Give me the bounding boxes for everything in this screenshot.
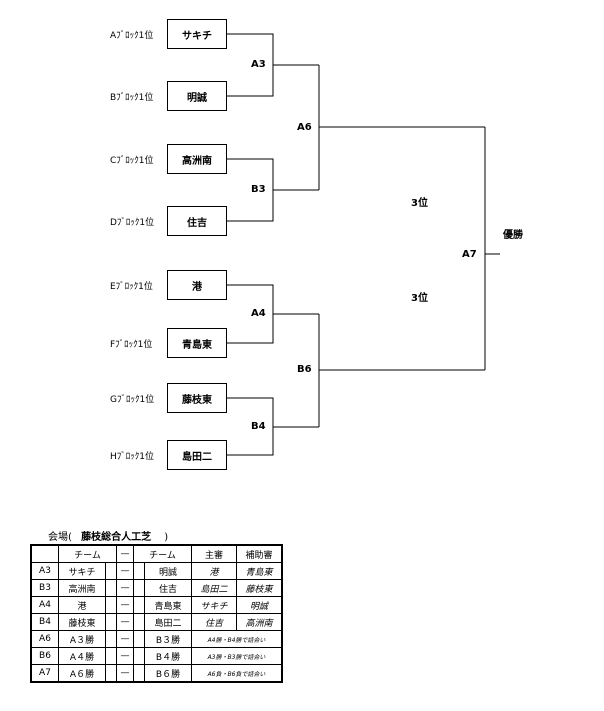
assist-ref-cell: 明誠 [236, 596, 283, 614]
table-row: B6 A４勝 — B４勝 A3勝・B3勝で話合い [30, 647, 283, 665]
match-label-a7: A7 [462, 249, 477, 260]
team-box-b: 明誠 [167, 81, 227, 111]
dash-cell: — [116, 664, 134, 683]
block-label-g: Gﾌﾞﾛｯｸ1位 [110, 395, 155, 405]
match-id: B6 [30, 647, 59, 665]
team-box-a: サキチ [167, 19, 227, 49]
spacer-cell [105, 579, 117, 597]
team2-cell: 島田二 [144, 613, 192, 631]
team1-cell: 高洲南 [58, 579, 106, 597]
match-label-a4: A4 [251, 308, 266, 319]
champion-label: 優勝 [503, 230, 523, 241]
spacer-cell [133, 630, 145, 648]
header-team2: チーム [133, 544, 192, 563]
team1-cell: A３勝 [58, 630, 106, 648]
team-box-e: 港 [167, 270, 227, 300]
dash-cell: — [116, 596, 134, 614]
team2-cell: B６勝 [144, 664, 192, 683]
spacer-cell [133, 647, 145, 665]
dash-cell: — [116, 613, 134, 631]
assist-ref-cell: 藤枝東 [236, 579, 283, 597]
spacer-cell [133, 562, 145, 580]
team2-cell: 青島東 [144, 596, 192, 614]
schedule-table: チーム — チーム 主審 補助審 A3 サキチ — 明誠 港 青島東 B3 高洲… [30, 544, 283, 683]
spacer-cell [133, 613, 145, 631]
spacer-cell [133, 579, 145, 597]
bracket-lines [227, 33, 500, 456]
third-place-label-1: 3位 [411, 198, 428, 209]
match-id: B3 [30, 579, 59, 597]
match-id: A7 [30, 664, 59, 683]
referee-note: A6負・B6負で話合い [191, 664, 283, 683]
table-row: A6 A３勝 — B３勝 A4勝・B4勝で話合い [30, 630, 283, 648]
header-assist-ref: 補助審 [236, 544, 283, 563]
spacer-cell [133, 596, 145, 614]
dash-cell: — [116, 562, 134, 580]
spacer-cell [133, 664, 145, 683]
table-row: A3 サキチ — 明誠 港 青島東 [30, 562, 283, 580]
team2-cell: B４勝 [144, 647, 192, 665]
block-label-f: Fﾌﾞﾛｯｸ1位 [110, 340, 153, 350]
venue-prefix: 会場( [48, 532, 72, 543]
spacer-cell [105, 596, 117, 614]
team-box-h: 島田二 [167, 440, 227, 470]
team1-cell: A６勝 [58, 664, 106, 683]
team2-cell: B３勝 [144, 630, 192, 648]
table-header-row: チーム — チーム 主審 補助審 [30, 544, 283, 563]
table-row: B3 高洲南 — 住吉 島田二 藤枝東 [30, 579, 283, 597]
match-id: A4 [30, 596, 59, 614]
spacer-cell [105, 562, 117, 580]
spacer-cell [105, 647, 117, 665]
team-box-f: 青島東 [167, 328, 227, 358]
block-label-e: Eﾌﾞﾛｯｸ1位 [110, 282, 153, 292]
match-label-b6: B6 [297, 364, 312, 375]
main-ref-cell: サキチ [191, 596, 237, 614]
dash-cell: — [116, 630, 134, 648]
assist-ref-cell: 青島東 [236, 562, 283, 580]
team2-cell: 住吉 [144, 579, 192, 597]
main-ref-cell: 住吉 [191, 613, 237, 631]
header-id [30, 544, 59, 563]
block-label-b: Bﾌﾞﾛｯｸ1位 [110, 93, 154, 103]
table-row: A4 港 — 青島東 サキチ 明誠 [30, 596, 283, 614]
match-label-a3: A3 [251, 59, 266, 70]
match-id: A6 [30, 630, 59, 648]
referee-note: A3勝・B3勝で話合い [191, 647, 283, 665]
dash-cell: — [116, 647, 134, 665]
header-main-ref: 主審 [191, 544, 237, 563]
venue-name: 藤枝総合人工芝 [81, 532, 152, 543]
match-label-b4: B4 [251, 421, 266, 432]
third-place-label-2: 3位 [411, 293, 428, 304]
main-ref-cell: 港 [191, 562, 237, 580]
dash-cell: — [116, 579, 134, 597]
team2-cell: 明誠 [144, 562, 192, 580]
header-team1: チーム [58, 544, 117, 563]
spacer-cell [105, 613, 117, 631]
venue-suffix: ) [164, 532, 169, 543]
team-box-g: 藤枝東 [167, 383, 227, 413]
team-box-c: 高洲南 [167, 144, 227, 174]
assist-ref-cell: 高洲南 [236, 613, 283, 631]
header-dash: — [116, 544, 134, 563]
block-label-h: Hﾌﾞﾛｯｸ1位 [110, 452, 154, 462]
spacer-cell [105, 664, 117, 683]
block-label-d: Dﾌﾞﾛｯｸ1位 [110, 218, 155, 228]
block-label-c: Cﾌﾞﾛｯｸ1位 [110, 156, 154, 166]
team1-cell: 藤枝東 [58, 613, 106, 631]
referee-note: A4勝・B4勝で話合い [191, 630, 283, 648]
match-id: A3 [30, 562, 59, 580]
venue-line: 会場( 藤枝総合人工芝 ) [48, 528, 168, 543]
match-label-a6: A6 [297, 122, 312, 133]
spacer-cell [105, 630, 117, 648]
main-ref-cell: 島田二 [191, 579, 237, 597]
block-label-a: Aﾌﾞﾛｯｸ1位 [110, 31, 154, 41]
team1-cell: 港 [58, 596, 106, 614]
match-id: B4 [30, 613, 59, 631]
table-row: B4 藤枝東 — 島田二 住吉 高洲南 [30, 613, 283, 631]
match-label-b3: B3 [251, 184, 266, 195]
table-row: A7 A６勝 — B６勝 A6負・B6負で話合い [30, 664, 283, 683]
team1-cell: サキチ [58, 562, 106, 580]
team-box-d: 住吉 [167, 206, 227, 236]
team1-cell: A４勝 [58, 647, 106, 665]
